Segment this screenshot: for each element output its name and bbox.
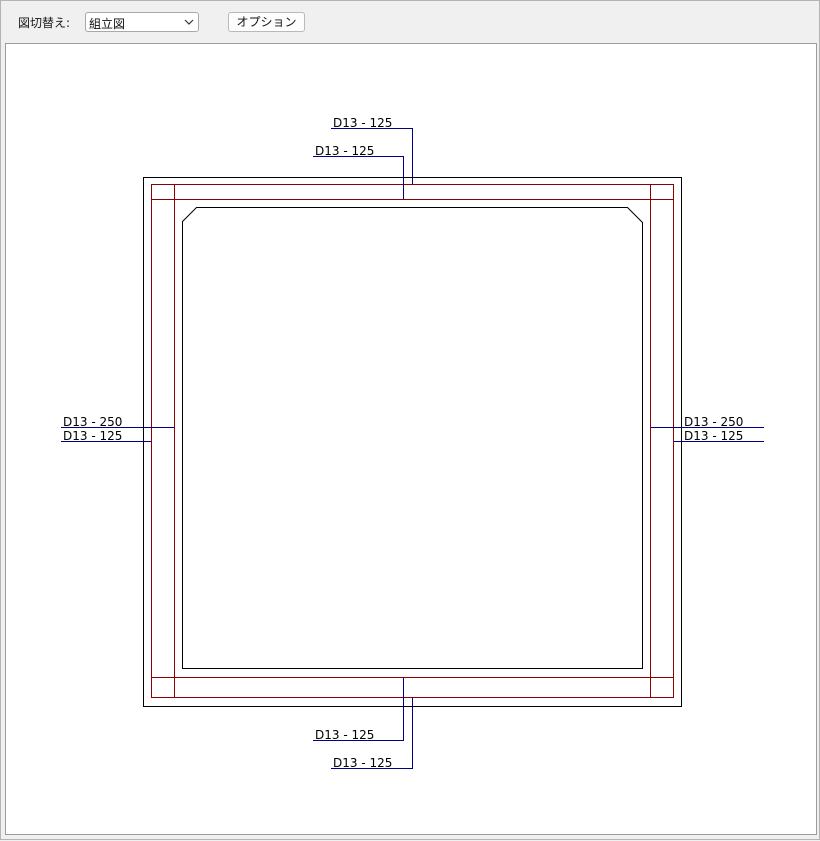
leader-bottom-inner — [313, 678, 404, 741]
rebar-lines — [151, 184, 674, 698]
view-select[interactable]: 組立図 — [85, 12, 199, 32]
leader-bottom-outer — [331, 698, 413, 769]
rebar-label-bottom-outer: D13 - 125 — [333, 756, 392, 770]
options-button[interactable]: オプション — [228, 12, 305, 32]
leader-top-inner — [313, 156, 404, 199]
rebar-label-top-inner: D13 - 125 — [315, 144, 374, 158]
rebar-label-left-upper: D13 - 250 — [63, 415, 122, 429]
rebar-outer — [151, 184, 674, 698]
outer-outline — [143, 177, 682, 707]
rebar-label-right-lower: D13 - 125 — [684, 429, 743, 443]
chevron-down-icon — [184, 19, 194, 25]
rebar-label-left-lower: D13 - 125 — [63, 429, 122, 443]
rebar-label-right-upper: D13 - 250 — [684, 415, 743, 429]
toolbar: 図切替え: 組立図 オプション — [1, 1, 819, 41]
leader-top-outer — [331, 128, 413, 184]
leader-lines — [61, 128, 764, 769]
view-switch-label: 図切替え: — [18, 16, 71, 30]
view-select-value: 組立図 — [89, 17, 126, 31]
rebar-label-bottom-inner: D13 - 125 — [315, 728, 374, 742]
inner-outline — [182, 207, 643, 669]
rebar-label-top-outer: D13 - 125 — [333, 116, 392, 130]
